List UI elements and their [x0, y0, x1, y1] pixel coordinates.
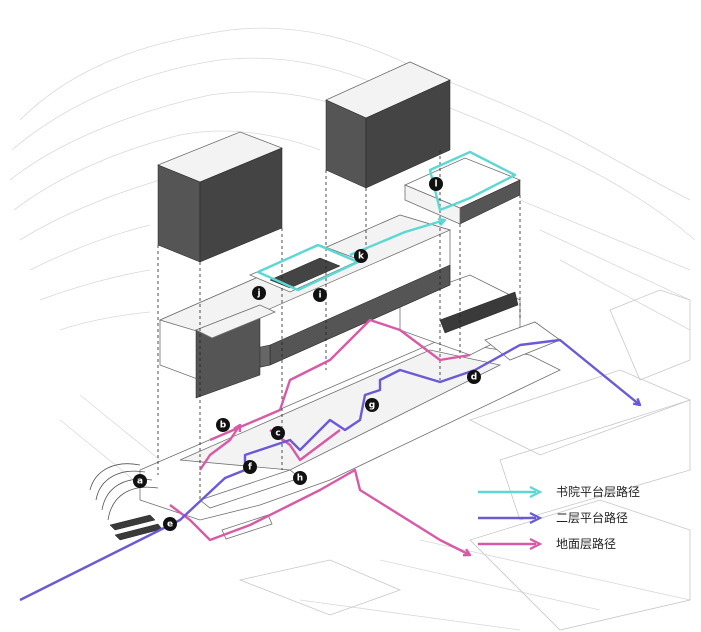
- marker-g: g: [365, 398, 379, 412]
- marker-h: h: [293, 471, 307, 485]
- route-arrow-icon: [437, 217, 447, 227]
- marker-l-label: l: [434, 180, 437, 190]
- legend-item-second_floor: 二层平台路径: [478, 510, 628, 525]
- route-arrow-icon: [632, 398, 642, 407]
- ground-floor-route: [169, 318, 471, 557]
- second-floor-route: [19, 338, 641, 602]
- marker-c-label: c: [275, 429, 280, 439]
- marker-a: a: [133, 474, 147, 488]
- tower-left: [156, 131, 284, 263]
- marker-d-label: d: [471, 373, 477, 383]
- marker-f: f: [243, 460, 257, 474]
- pavilion-block: [403, 157, 522, 225]
- marker-k: k: [354, 249, 368, 263]
- marker-i: i: [313, 288, 327, 302]
- arrow-icon: [529, 512, 543, 524]
- terrain-contours: [9, 27, 696, 631]
- marker-d: d: [467, 370, 481, 384]
- marker-k-label: k: [358, 252, 365, 262]
- marker-b-label: b: [220, 421, 227, 431]
- route-arrow-icon: [233, 423, 242, 433]
- marker-l: l: [429, 177, 443, 191]
- tower-right: [325, 61, 451, 189]
- route-markers: a b c d e f g h i j k l: [133, 177, 481, 531]
- legend-item-ground_floor: 地面层路径: [478, 536, 616, 551]
- marker-i-label: i: [318, 291, 321, 301]
- marker-e: e: [163, 517, 177, 531]
- marker-c: c: [271, 426, 285, 440]
- marker-f-label: f: [248, 463, 252, 473]
- marker-j-label: j: [256, 289, 260, 299]
- marker-a-label: a: [137, 477, 143, 487]
- legend-item-academy_platform: 书院平台层路径: [478, 484, 640, 499]
- legend-label: 二层平台路径: [556, 510, 628, 525]
- arrow-icon: [529, 486, 543, 498]
- marker-b: b: [216, 418, 230, 432]
- legend-label: 书院平台层路径: [556, 484, 640, 499]
- marker-j: j: [252, 286, 266, 300]
- marker-e-label: e: [167, 520, 173, 530]
- marker-h-label: h: [297, 474, 303, 484]
- route-arrow-icon: [462, 548, 472, 557]
- left-low-block: [195, 304, 276, 399]
- legend-label: 地面层路径: [556, 536, 616, 551]
- marker-g-label: g: [369, 401, 375, 411]
- arrow-icon: [529, 538, 543, 550]
